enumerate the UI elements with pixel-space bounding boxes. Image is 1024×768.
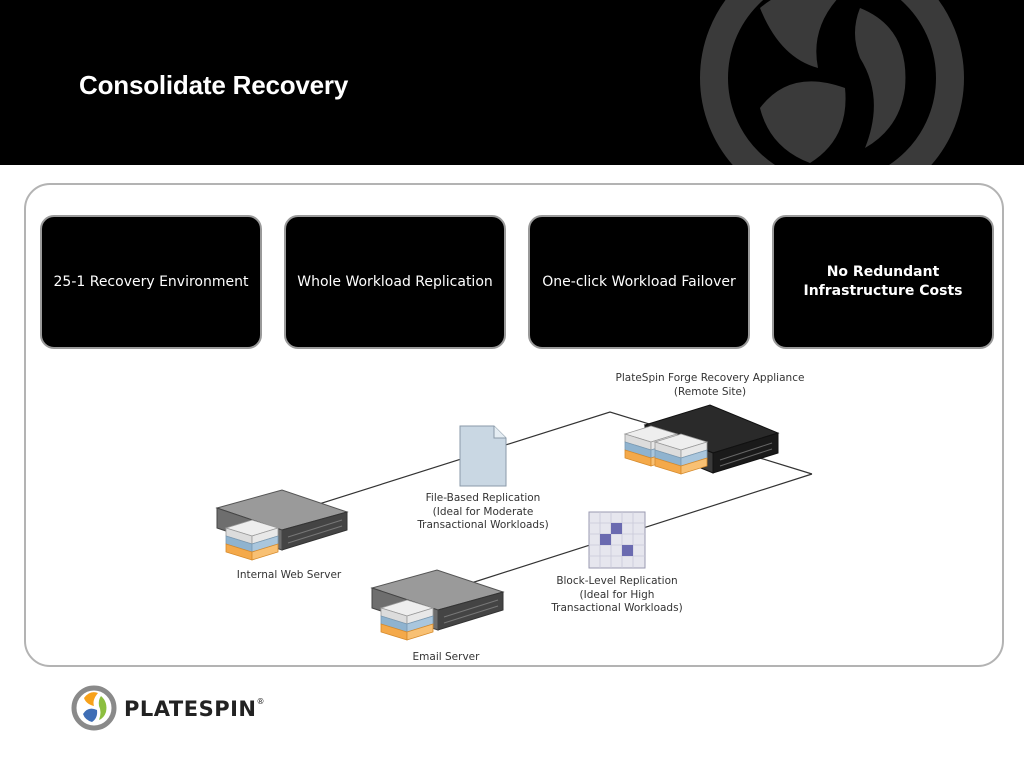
block-grid-icon bbox=[588, 511, 646, 569]
feature-card-recovery-environment: 25-1 Recovery Environment bbox=[40, 215, 262, 349]
feature-card-label: No Redundant Infrastructure Costs bbox=[803, 264, 963, 299]
feature-card-label: One-click Workload Failover bbox=[542, 273, 736, 290]
platespin-watermark-logo bbox=[700, 0, 964, 165]
feature-card-workload-replication: Whole Workload Replication bbox=[284, 215, 506, 349]
feature-card-label: 25-1 Recovery Environment bbox=[53, 273, 249, 290]
file-replication-label: File-Based Replication (Ideal for Modera… bbox=[417, 492, 549, 531]
web-server-icon bbox=[215, 489, 349, 561]
forge-appliance-label: PlateSpin Forge Recovery Appliance (Remo… bbox=[615, 372, 805, 398]
content-frame bbox=[24, 183, 1004, 667]
platespin-logo-icon bbox=[71, 685, 117, 731]
block-replication-label: Block-Level Replication (Ideal for High … bbox=[551, 575, 683, 614]
platespin-wordmark: PLATESPIN® bbox=[124, 697, 265, 721]
feature-card-label: Whole Workload Replication bbox=[297, 273, 493, 290]
slide-header: Consolidate Recovery bbox=[0, 0, 1024, 165]
feature-card-workload-failover: One-click Workload Failover bbox=[528, 215, 750, 349]
web-server-label: Internal Web Server bbox=[236, 569, 342, 581]
file-document-icon bbox=[459, 425, 507, 487]
registered-mark: ® bbox=[256, 697, 265, 706]
brand-name: PLATESPIN bbox=[124, 697, 257, 721]
forge-appliance-icon bbox=[624, 404, 780, 475]
email-server-icon bbox=[370, 569, 505, 641]
slide-title: Consolidate Recovery bbox=[79, 70, 349, 100]
email-server-label: Email Server bbox=[412, 651, 480, 663]
feature-card-infrastructure-costs: No Redundant Infrastructure Costs bbox=[772, 215, 994, 349]
